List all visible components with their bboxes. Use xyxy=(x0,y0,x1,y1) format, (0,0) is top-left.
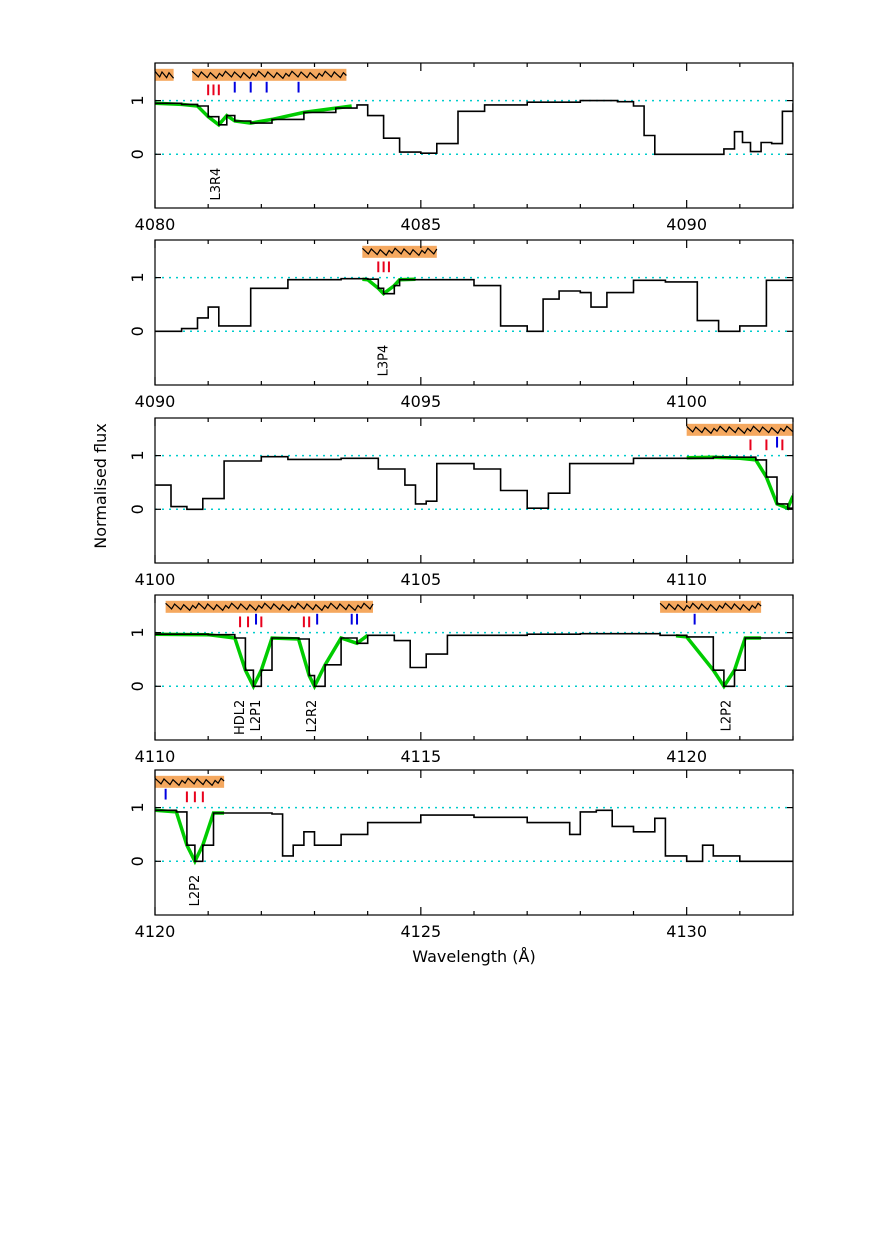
panels: 0 1 4080 4085 4090 L3R4 0 1 4090 4095 4100 L3P4 0 1 41… xyxy=(128,62,794,941)
y-tick-label: 0 xyxy=(128,681,147,691)
y-tick-label: 1 xyxy=(128,450,147,460)
model-line xyxy=(675,634,762,690)
y-tick-label: 0 xyxy=(128,856,147,866)
residual-trace xyxy=(686,425,794,435)
y-tick-label: 0 xyxy=(128,326,147,336)
spectrum-line xyxy=(155,632,793,688)
residual-band xyxy=(155,775,225,788)
y-tick-label: 1 xyxy=(128,272,147,282)
y-axis-label: Normalised flux xyxy=(91,423,110,548)
x-tick-label: 4110 xyxy=(135,747,176,766)
panel-frame xyxy=(154,417,794,564)
spectrum-line xyxy=(155,277,793,333)
model-line xyxy=(362,277,416,297)
x-tick-label: 4115 xyxy=(400,747,441,766)
y-tick-label: 1 xyxy=(128,627,147,637)
x-tick-label: 4125 xyxy=(400,922,441,941)
x-tick-label: 4090 xyxy=(135,392,176,411)
model-line xyxy=(155,101,352,128)
spectrum-line xyxy=(155,809,793,863)
x-tick-label: 4100 xyxy=(135,570,176,589)
line-label: L2R2 xyxy=(305,700,320,733)
line-label: L2P2 xyxy=(188,875,203,907)
x-tick-label: 4120 xyxy=(135,922,176,941)
x-tick-label: 4090 xyxy=(666,215,707,234)
x-tick-label: 4120 xyxy=(666,747,707,766)
x-tick-label: 4105 xyxy=(400,570,441,589)
x-tick-label: 4080 xyxy=(135,215,176,234)
x-tick-label: 4130 xyxy=(666,922,707,941)
panel-frame xyxy=(154,769,794,916)
residual-trace xyxy=(659,602,762,612)
line-label: L3P4 xyxy=(377,345,392,377)
x-tick-label: 4095 xyxy=(400,392,441,411)
line-label: L2P1 xyxy=(249,700,264,732)
y-tick-label: 1 xyxy=(128,95,147,105)
x-axis-label: Wavelength (Å) xyxy=(412,947,535,966)
line-label: L3R4 xyxy=(209,168,224,201)
residual-trace xyxy=(191,70,347,80)
y-tick-label: 1 xyxy=(128,802,147,812)
line-label: HDL2 xyxy=(233,700,248,735)
panel-2: 0 1 4090 4095 4100 L3P4 xyxy=(128,239,794,411)
panel-1: 0 1 4080 4085 4090 L3R4 xyxy=(128,62,794,234)
spectrum-line xyxy=(155,99,793,156)
x-tick-label: 4110 xyxy=(666,570,707,589)
x-tick-label: 4100 xyxy=(666,392,707,411)
residual-trace xyxy=(154,70,175,79)
y-tick-label: 0 xyxy=(128,504,147,514)
residual-trace xyxy=(361,247,438,257)
panel-3: 0 1 4100 4105 4110 xyxy=(128,417,794,589)
spectrum-line xyxy=(155,455,793,511)
x-tick-label: 4085 xyxy=(400,215,441,234)
residual-trace xyxy=(154,777,225,787)
residual-band xyxy=(192,68,347,81)
residual-band xyxy=(660,600,762,613)
line-label: L2P2 xyxy=(720,700,735,732)
panel-5: 0 1 4120 4125 4130 L2P2 xyxy=(128,769,794,941)
residual-trace xyxy=(165,602,374,612)
y-tick-label: 0 xyxy=(128,149,147,159)
